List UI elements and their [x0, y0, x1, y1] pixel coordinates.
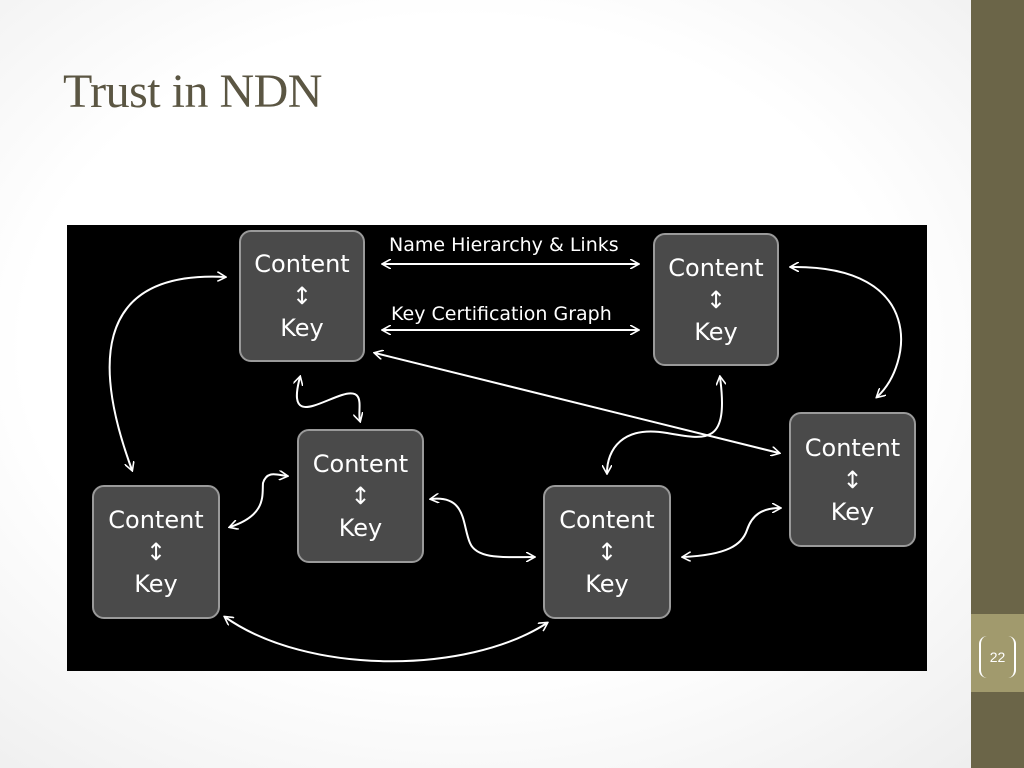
edge-topleft-bottomleft — [108, 277, 225, 470]
node-content-label: Content — [108, 506, 204, 534]
label-key-certification: Key Certification Graph — [391, 303, 612, 325]
node-key-label: Key — [694, 317, 738, 346]
slide-title: Trust in NDN — [63, 65, 322, 118]
node-key-label: Key — [338, 514, 383, 542]
label-name-hierarchy: Name Hierarchy & Links — [389, 234, 619, 256]
edge-middle-bottomcenter — [431, 499, 534, 558]
sidebar-dark-band-bottom — [971, 692, 1024, 768]
node-content-label: Content — [668, 253, 764, 282]
node-content-label: Content — [559, 506, 655, 534]
up-down-arrow-icon: ↕ — [596, 538, 618, 566]
page-number: 22 — [979, 636, 1016, 678]
edge-topleft-farright — [375, 353, 779, 453]
node-bottom-center: Content ↕ Key — [543, 485, 671, 619]
edge-bottomleft-middle — [230, 474, 287, 527]
edge-bottomcenter-farright — [683, 508, 780, 557]
node-bottom-left: Content ↕ Key — [92, 485, 220, 619]
node-top-right: Content ↕ Key — [653, 233, 779, 366]
sidebar-dark-band — [971, 0, 1024, 614]
node-key-label: Key — [830, 497, 875, 526]
node-content-label: Content — [312, 450, 409, 478]
diagram-connectors — [108, 225, 902, 663]
node-content-label: Content — [254, 250, 350, 278]
up-down-arrow-icon: ↕ — [842, 465, 863, 494]
up-down-arrow-icon: ↕ — [705, 285, 727, 314]
node-top-left: Content ↕ Key — [239, 230, 365, 362]
node-middle: Content ↕ Key — [297, 429, 424, 563]
edge-topright-farright — [791, 267, 902, 397]
node-key-label: Key — [134, 570, 178, 598]
edge-topright-bottomcenter — [607, 377, 722, 473]
node-key-label: Key — [280, 314, 324, 342]
edge-topleft-middle — [297, 377, 360, 421]
edge-bottomleft-bottomcenter — [225, 617, 547, 663]
up-down-arrow-icon: ↕ — [145, 538, 167, 566]
node-key-label: Key — [585, 570, 629, 598]
up-down-arrow-icon: ↕ — [291, 282, 313, 310]
up-down-arrow-icon: ↕ — [350, 482, 371, 510]
node-far-right: Content ↕ Key — [789, 412, 916, 547]
trust-diagram: Name Hierarchy & Links Key Certification… — [67, 225, 927, 671]
node-content-label: Content — [804, 433, 901, 462]
